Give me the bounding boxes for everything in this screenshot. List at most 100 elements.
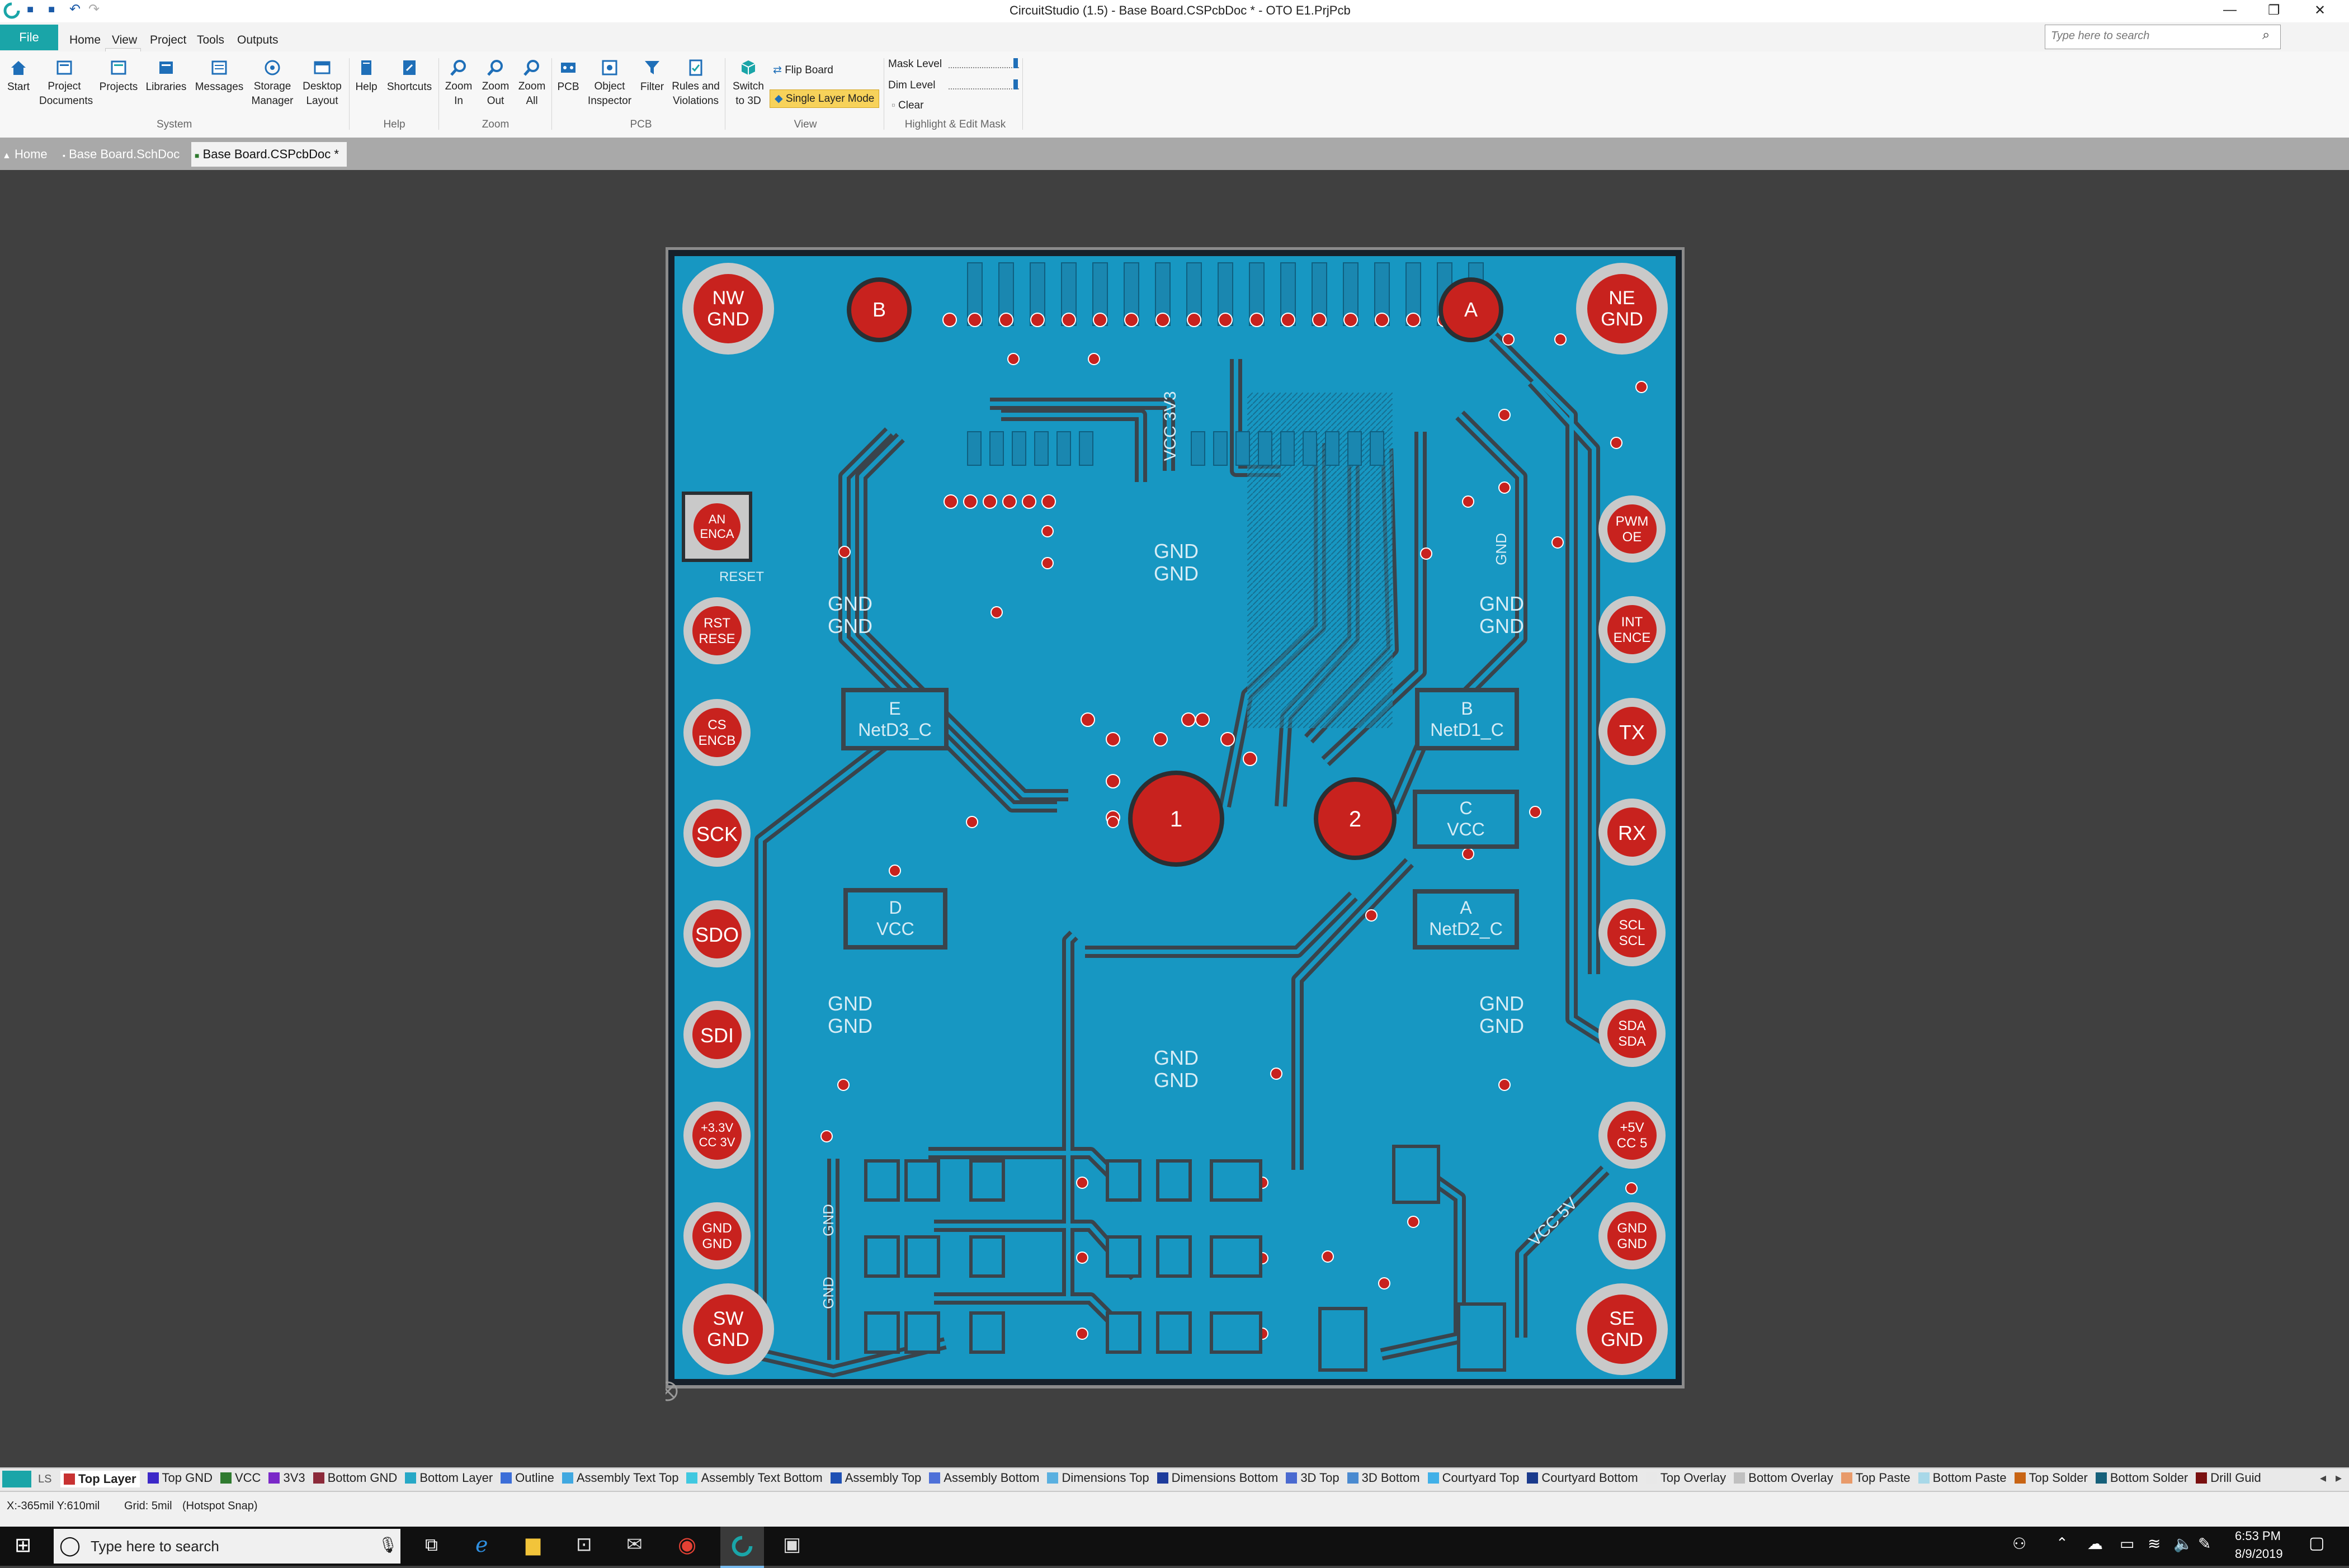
filter-button[interactable]: Filter [636,58,668,95]
layer-tab-3d-top[interactable]: 3D Top [1286,1471,1339,1485]
store-icon[interactable]: ⊡ [576,1534,592,1555]
zoom-all-button[interactable]: Zoom All [515,58,549,109]
layer-tab-bottom-layer[interactable]: Bottom Layer [405,1471,493,1485]
circuitstudio-taskbar-button[interactable] [720,1527,764,1568]
file-menu-button[interactable]: File [0,25,58,50]
help-search-box[interactable]: Type here to search ⌕ [2045,25,2281,49]
layer-tab-bottom-gnd[interactable]: Bottom GND [313,1471,397,1485]
file-explorer-icon[interactable]: ▆ [526,1534,541,1555]
left-header-pads[interactable]: AN ENCA RST RESE CS ENCB SCK SDO SDI +3.… [683,503,751,1269]
tab-pcb-active[interactable]: ■ Base Board.CSPcbDoc * [191,142,347,167]
menu-tools[interactable]: Tools [197,34,225,46]
layer-tab-assembly-bottom[interactable]: Assembly Bottom [929,1471,1039,1485]
corner-hole-sw[interactable]: SW GND [682,1283,774,1375]
flip-board-button[interactable]: ⇄ Flip Board [773,64,833,76]
layer-tab-assembly-text-top[interactable]: Assembly Text Top [562,1471,678,1485]
menu-outputs[interactable]: Outputs [237,34,279,46]
pcb-board[interactable]: NW GND NE GND SW GND SE GND B A 1 2 AN [666,247,1685,1402]
menu-view[interactable]: View [112,34,138,46]
pen-icon[interactable]: ✎ [2198,1535,2211,1552]
quick-save-all-icon[interactable]: ■ [48,3,55,16]
quick-save-icon[interactable]: ■ [27,3,34,16]
menu-project[interactable]: Project [150,34,187,46]
layer-tab-dimensions-top[interactable]: Dimensions Top [1047,1471,1149,1485]
single-layer-mode-button[interactable]: ◆ Single Layer Mode [770,89,880,108]
onedrive-icon[interactable]: ☁ [2087,1535,2103,1552]
battery-icon[interactable]: ▭ [2120,1535,2135,1552]
layer-tab-courtyard-top[interactable]: Courtyard Top [1427,1471,1519,1485]
layer-tab-bottom-solder[interactable]: Bottom Solder [2095,1471,2188,1485]
clear-mask-button[interactable]: ▫ Clear [892,100,924,111]
projects-button[interactable]: Projects [96,58,141,95]
menu-home[interactable]: Home [69,34,101,46]
net-box-d[interactable]: D VCC [843,888,947,950]
right-header-pads[interactable]: PWM OE INT ENCE TX RX SCL SCL SDA SDA +5… [1598,495,1666,1269]
minimize-icon[interactable]: — [2223,2,2237,17]
chrome-icon[interactable]: ◉ [678,1533,697,1557]
dim-level-slider[interactable] [949,85,1019,89]
windows-start-icon[interactable]: ⊞ [15,1533,32,1556]
dim-level-thumb[interactable] [1013,79,1018,89]
people-icon[interactable]: ⚇ [2012,1535,2027,1552]
layer-tab-dimensions-bottom[interactable]: Dimensions Bottom [1157,1471,1278,1485]
start-button[interactable]: Start [4,58,32,95]
photos-icon[interactable]: ▣ [783,1534,801,1555]
libraries-button[interactable]: Libraries [143,58,189,95]
net-box-a[interactable]: A NetD2_C [1413,889,1519,950]
mail-icon[interactable]: ✉ [626,1534,643,1555]
layer-tab-top-overlay[interactable]: Top Overlay [1645,1471,1726,1485]
undo-icon[interactable]: ↶ [69,2,81,17]
layer-set-tab[interactable] [2,1471,31,1487]
tab-schematic[interactable]: ▪ Base Board.SchDoc [63,147,180,161]
rules-violations-button[interactable]: Rules and Violations [669,58,723,109]
mask-level-thumb[interactable] [1013,58,1018,68]
layer-tab-3v3[interactable]: 3V3 [268,1471,305,1485]
restore-icon[interactable]: ❐ [2268,3,2280,18]
project-documents-button[interactable]: Project Documents [35,58,94,109]
taskbar-date[interactable]: 8/9/2019 [2235,1547,2283,1561]
corner-hole-se[interactable]: SE GND [1576,1283,1668,1375]
net-box-e[interactable]: E NetD3_C [841,688,949,750]
net-box-b[interactable]: B NetD1_C [1415,688,1519,750]
layer-tab-3d-bottom[interactable]: 3D Bottom [1347,1471,1420,1485]
layer-tab-bottom-paste[interactable]: Bottom Paste [1918,1471,2007,1485]
corner-hole-ne[interactable]: NE GND [1576,263,1668,355]
edge-icon[interactable]: ℯ [475,1533,488,1557]
pcb-button[interactable]: PCB [554,58,583,95]
switch-to-3d-button[interactable]: Switch to 3D [728,58,768,109]
layer-tab-drill-guid[interactable]: Drill Guid [2196,1471,2261,1485]
redo-icon[interactable]: ↷ [88,2,100,17]
close-icon[interactable]: ✕ [2314,3,2326,18]
messages-button[interactable]: Messages [192,58,246,95]
fiducial-b[interactable]: B [847,277,912,342]
layer-tab-outline[interactable]: Outline [501,1471,554,1485]
storage-manager-button[interactable]: Storage Manager [248,58,296,109]
tray-chevron-icon[interactable]: ⌃ [2056,1534,2068,1551]
taskbar-time[interactable]: 6:53 PM [2235,1529,2281,1543]
mask-level-slider[interactable] [949,64,1019,68]
layer-tab-top-gnd[interactable]: Top GND [147,1471,213,1485]
layer-tab-top-layer[interactable]: Top Layer [60,1471,140,1487]
layer-tab-bottom-overlay[interactable]: Bottom Overlay [1734,1471,1833,1485]
task-view-icon[interactable]: ⧉ [425,1534,438,1555]
taskbar-search-box[interactable]: ◯ Type here to search 🎙 [54,1529,400,1564]
layer-tab-courtyard-bottom[interactable]: Courtyard Bottom [1527,1471,1638,1485]
layer-tab-vcc[interactable]: VCC [220,1471,261,1485]
net-box-c[interactable]: C VCC [1413,790,1519,849]
notifications-icon[interactable]: ▢ [2309,1534,2325,1552]
layer-tab-assembly-top[interactable]: Assembly Top [830,1471,921,1485]
wifi-icon[interactable]: ≋ [2148,1535,2161,1552]
layer-scroll-left-icon[interactable]: ◂ [2320,1471,2327,1485]
zoom-out-button[interactable]: Zoom Out [478,58,513,109]
fiducial-a[interactable]: A [1438,277,1503,342]
mount-pad-2[interactable]: 2 [1314,777,1397,860]
tab-home[interactable]: ▲ Home [2,147,48,161]
zoom-in-button[interactable]: Zoom In [442,58,475,109]
mount-pad-1[interactable]: 1 [1128,771,1224,867]
corner-hole-nw[interactable]: NW GND [682,263,774,355]
help-button[interactable]: Help [352,58,380,95]
layer-tab-top-paste[interactable]: Top Paste [1841,1471,1911,1485]
object-inspector-button[interactable]: Object Inspector [584,58,635,109]
layer-tab-top-solder[interactable]: Top Solder [2014,1471,2088,1485]
shortcuts-button[interactable]: Shortcuts [383,58,436,95]
